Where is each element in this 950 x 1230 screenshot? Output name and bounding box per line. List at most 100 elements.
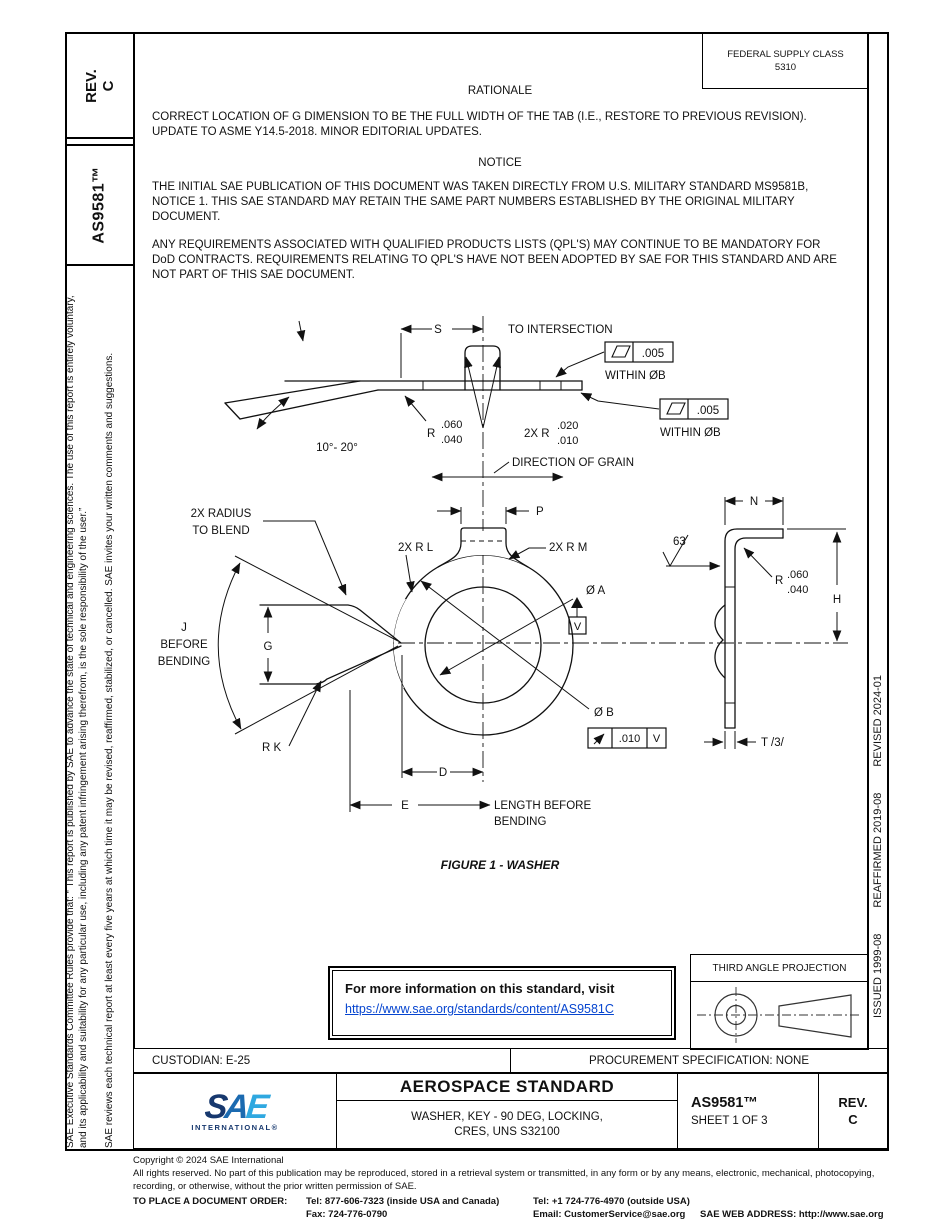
runout-datum: V bbox=[653, 733, 661, 745]
footer-copyright: Copyright © 2024 SAE International bbox=[133, 1155, 284, 1166]
radius-blend-line2: TO BLEND bbox=[192, 525, 249, 537]
doc-number-box: AS9581™ bbox=[65, 144, 135, 266]
fsc-label: FEDERAL SUPPLY CLASS bbox=[727, 49, 844, 60]
title-block-center: AEROSPACE STANDARD WASHER, KEY - 90 DEG,… bbox=[337, 1074, 678, 1148]
footer-rights2: recording, or otherwise, without the pri… bbox=[133, 1181, 417, 1192]
footer-tel-outside: Tel: +1 724-776-4970 (outside USA) bbox=[533, 1196, 690, 1207]
figure-caption: FIGURE 1 - WASHER bbox=[440, 858, 560, 872]
dim-t-label: T /3/ bbox=[761, 737, 785, 749]
dim-j-note1: BEFORE bbox=[160, 639, 208, 651]
projection-label: THIRD ANGLE PROJECTION bbox=[691, 955, 868, 982]
r-bend-prefix: R bbox=[427, 428, 435, 440]
footer-rights1: All rights reserved. No part of this pub… bbox=[133, 1168, 875, 1179]
radius-blend-line1: 2X RADIUS bbox=[191, 508, 252, 520]
dim-e-label: E bbox=[401, 800, 409, 812]
footer-web: SAE WEB ADDRESS: http://www.sae.org bbox=[700, 1209, 884, 1220]
dim-s-label: S bbox=[434, 324, 442, 336]
dim-d-label: D bbox=[439, 767, 447, 779]
bend-angle-label: 10°- 20° bbox=[316, 442, 358, 454]
doc-title-line1: WASHER, KEY - 90 DEG, LOCKING, bbox=[411, 1110, 603, 1123]
rationale-heading: RATIONALE bbox=[467, 85, 533, 97]
doc-number-vertical: AS9581™ bbox=[91, 166, 109, 244]
r-tab-prefix: 2X R bbox=[524, 428, 550, 440]
notice-para2: ANY REQUIREMENTS ASSOCIATED WITH QUALIFI… bbox=[152, 239, 837, 281]
info-box: For more information on this standard, v… bbox=[328, 966, 676, 1040]
fcf-top-value: .005 bbox=[642, 348, 664, 360]
runout-fcf: .010 V bbox=[587, 727, 667, 749]
rev-value: C bbox=[99, 80, 117, 91]
dim-g-label: G bbox=[264, 641, 273, 653]
disclaimer-para2: SAE reviews each technical report at lea… bbox=[104, 352, 115, 1148]
length-note-line1: LENGTH BEFORE bbox=[494, 800, 591, 812]
revised-date: REVISED 2024-01 bbox=[872, 674, 884, 767]
fsc-value: 5310 bbox=[774, 62, 797, 73]
issued-date: ISSUED 1999-08 bbox=[872, 933, 884, 1018]
page-border bbox=[65, 32, 889, 1151]
footer-email: Email: CustomerService@sae.org bbox=[533, 1209, 686, 1220]
third-angle-projection-box: THIRD ANGLE PROJECTION bbox=[690, 954, 869, 1050]
sae-logo-sub: INTERNATIONAL® bbox=[191, 1122, 279, 1132]
length-note-line2: BENDING bbox=[494, 816, 546, 828]
grain-direction: DIRECTION OF GRAIN bbox=[431, 457, 634, 482]
r-tab-upper: .020 bbox=[557, 420, 578, 432]
doc-type: AEROSPACE STANDARD bbox=[337, 1074, 677, 1101]
rev-label: REV. bbox=[82, 68, 100, 103]
footer-order-label: TO PLACE A DOCUMENT ORDER: bbox=[133, 1196, 288, 1207]
title-rev-value: C bbox=[848, 1112, 858, 1127]
reaffirmed-date: REAFFIRMED 2019-08 bbox=[872, 792, 884, 908]
datum-triangle-icon bbox=[571, 597, 583, 608]
flatness-fcf-bottom: .005 WITHIN ØB bbox=[580, 392, 729, 439]
dia-b-label: Ø B bbox=[594, 707, 614, 719]
notice-heading: NOTICE bbox=[478, 157, 522, 169]
grain-label: DIRECTION OF GRAIN bbox=[512, 457, 634, 469]
flatness-fcf-top: .005 WITHIN ØB bbox=[555, 341, 674, 382]
title-doc-number: AS9581™ bbox=[691, 1095, 758, 1111]
edge-profile-dimensions: S TO INTERSECTION 10°- 20° R .060 .040 2… bbox=[256, 320, 613, 454]
standard-link[interactable]: https://www.sae.org/standards/content/AS… bbox=[345, 1002, 614, 1016]
flatness-symbol-icon bbox=[611, 345, 631, 358]
custodian-cell: CUSTODIAN: E-25 bbox=[134, 1049, 511, 1072]
rationale-body: CORRECT LOCATION OF G DIMENSION TO BE TH… bbox=[152, 111, 807, 138]
to-intersection-note: TO INTERSECTION bbox=[508, 324, 613, 336]
notice-para1: THE INITIAL SAE PUBLICATION OF THIS DOCU… bbox=[152, 181, 809, 223]
custodian-row: CUSTODIAN: E-25 PROCUREMENT SPECIFICATIO… bbox=[133, 1048, 888, 1073]
left-column-divider bbox=[133, 32, 135, 1048]
title-block-number: AS9581™ SHEET 1 OF 3 bbox=[678, 1074, 819, 1148]
fcf-top-note: WITHIN ØB bbox=[605, 370, 666, 382]
side-view-dimensions: N 63 R .060 .040 H T /3/ bbox=[662, 496, 846, 749]
doc-title-line2: CRES, UNS S32100 bbox=[454, 1125, 560, 1138]
dim-h-label: H bbox=[833, 594, 841, 606]
disclaimer-para1: SAE Executive Standards Committee Rules … bbox=[65, 295, 89, 1148]
right-column-divider bbox=[867, 32, 869, 1048]
issue-history: ISSUED 1999-08 REAFFIRMED 2019-08 REVISE… bbox=[872, 675, 884, 1018]
finish-value: 63 bbox=[673, 536, 686, 548]
fcf-bottom-value: .005 bbox=[697, 405, 719, 417]
sae-logo: SAE INTERNATIONAL® bbox=[134, 1074, 337, 1148]
datum-v-label: V bbox=[574, 621, 582, 633]
plan-view-dimensions: P 2X RADIUS TO BLEND 2X R L 2X R M G J B… bbox=[158, 506, 667, 828]
side-r-prefix: R bbox=[775, 575, 783, 587]
r-k-label: R K bbox=[262, 742, 282, 754]
r-bend-upper: .060 bbox=[441, 419, 462, 431]
title-block-rev: REV. C bbox=[819, 1074, 887, 1148]
rev-box: REV. C bbox=[65, 32, 135, 139]
dim-j-label: J bbox=[181, 622, 187, 634]
side-r-lower: .040 bbox=[787, 584, 808, 596]
runout-value: .010 bbox=[619, 733, 640, 745]
info-box-text: For more information on this standard, v… bbox=[345, 981, 615, 996]
federal-supply-class-box: FEDERAL SUPPLY CLASS 5310 bbox=[702, 34, 869, 89]
r-tab-lower: .010 bbox=[557, 435, 578, 447]
runout-symbol-icon bbox=[593, 733, 605, 745]
footer-tel-inside: Tel: 877-606-7323 (inside USA and Canada… bbox=[306, 1196, 500, 1207]
title-sheet: SHEET 1 OF 3 bbox=[691, 1115, 768, 1127]
r-bend-lower: .040 bbox=[441, 434, 462, 446]
dim-n-label: N bbox=[750, 496, 758, 508]
title-block: SAE INTERNATIONAL® AEROSPACE STANDARD WA… bbox=[133, 1073, 888, 1149]
r-l-label: 2X R L bbox=[398, 542, 434, 554]
side-r-upper: .060 bbox=[787, 569, 808, 581]
edge-profile-view bbox=[224, 345, 583, 420]
flatness-symbol-icon bbox=[666, 402, 686, 415]
title-rev-label: REV. bbox=[838, 1095, 868, 1110]
dia-a-label: Ø A bbox=[586, 585, 606, 597]
